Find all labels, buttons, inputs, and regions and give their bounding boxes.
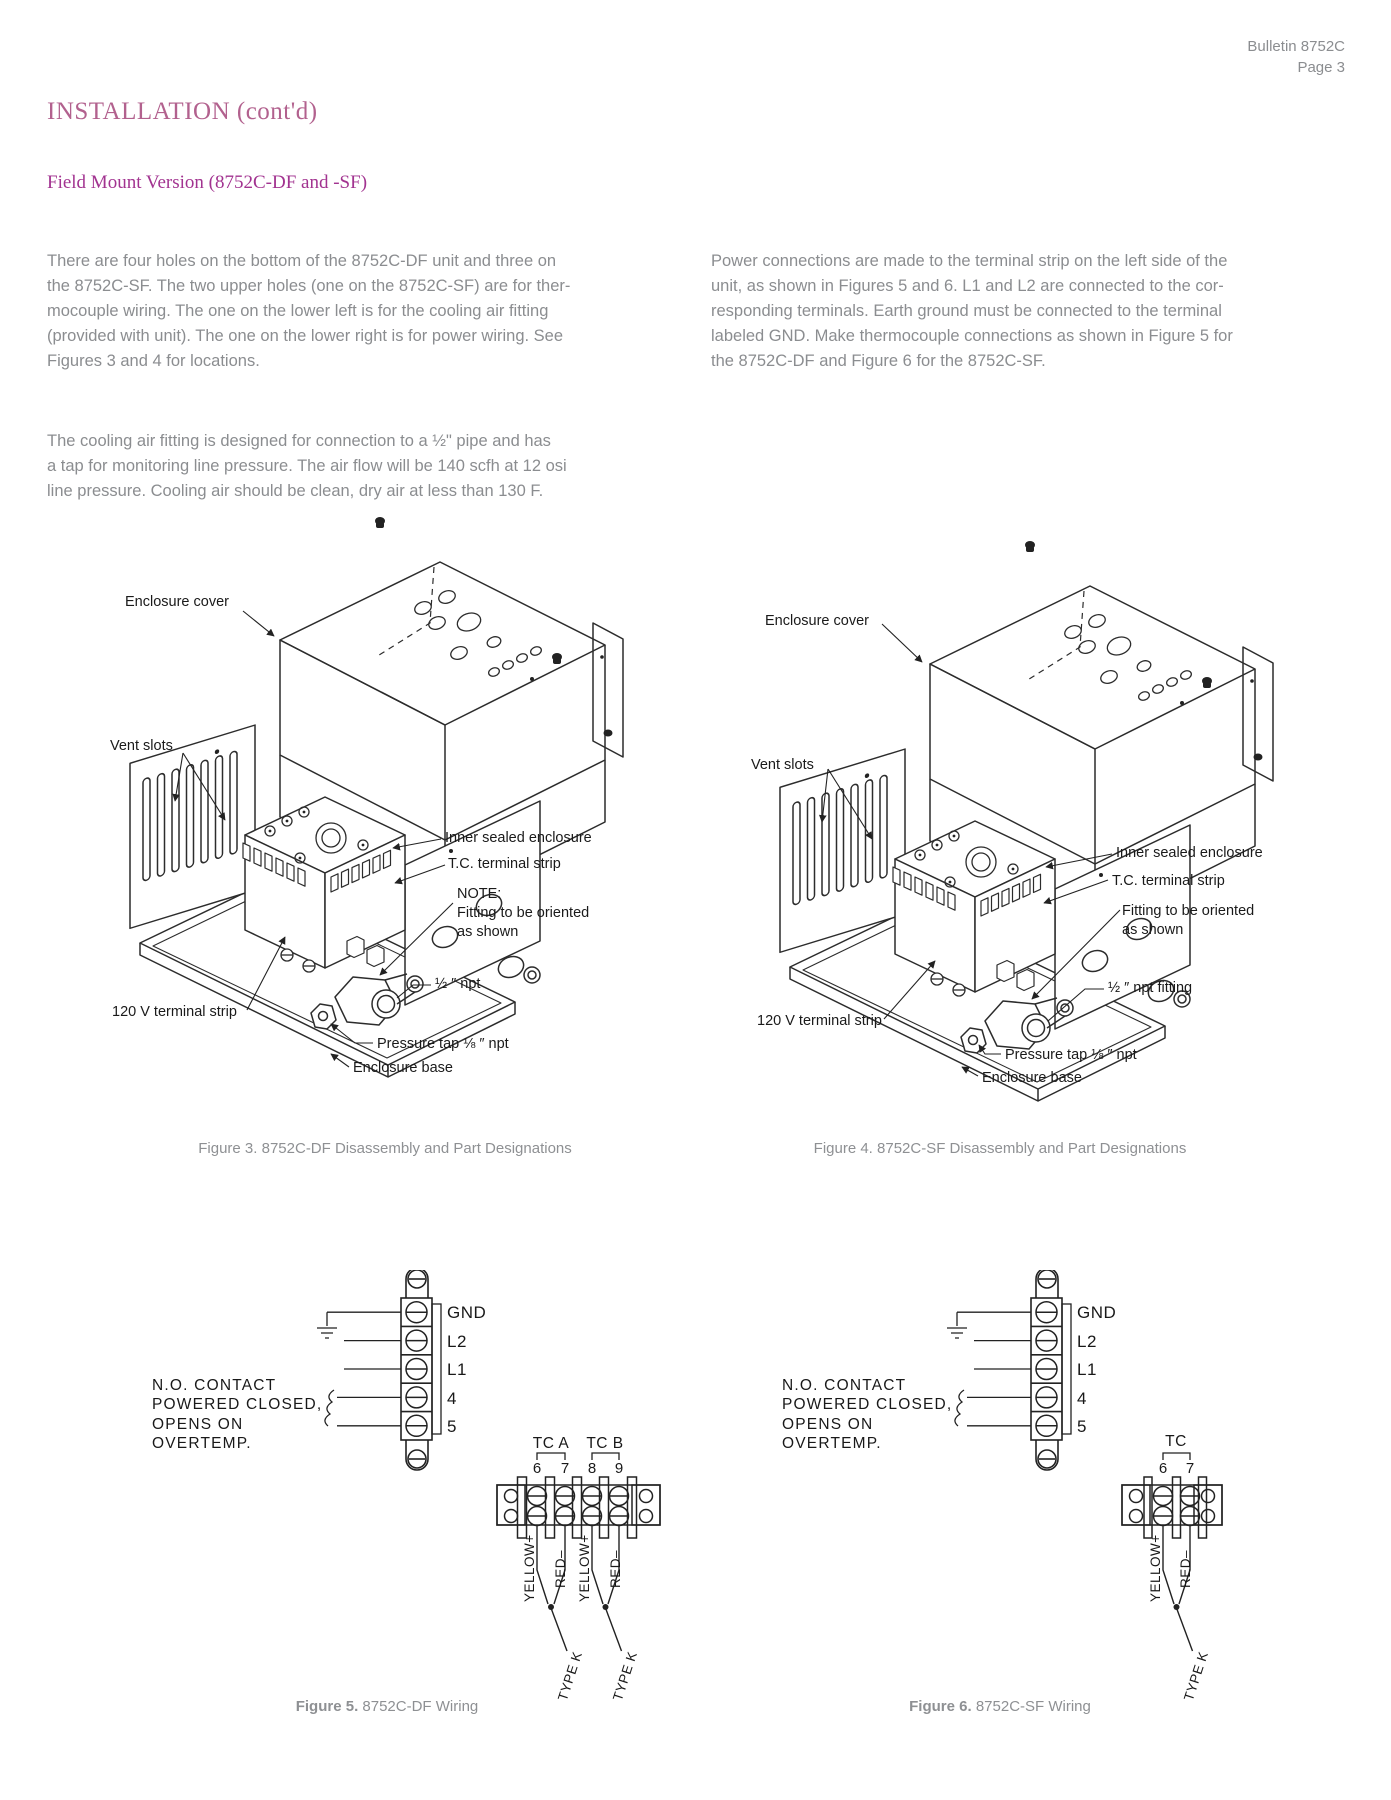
label-enclosure-cover: Enclosure cover — [765, 613, 869, 629]
figure6-drawing — [946, 1270, 1223, 1652]
label-120v-terminal-strip: 120 V terminal strip — [112, 1004, 237, 1020]
label-120v-terminal-strip: 120 V terminal strip — [757, 1013, 882, 1029]
figure4: Enclosure cover Vent slots Inner sealed … — [700, 517, 1280, 1127]
terminal-label-gnd: GND — [1077, 1303, 1117, 1322]
body-column-right: Power connections are made to the termin… — [711, 224, 1351, 399]
bulletin-number: Bulletin 8752C — [1247, 38, 1345, 55]
label-enclosure-base: Enclosure base — [353, 1060, 453, 1076]
terminal-number-7: 7 — [1185, 1460, 1195, 1477]
terminal-label-l2: L2 — [447, 1332, 467, 1351]
terminal-number-6: 6 — [532, 1460, 542, 1477]
figure3-caption: Figure 3. 8752C-DF Disassembly and Part … — [198, 1140, 572, 1157]
label-inner-sealed-enclosure: Inner sealed enclosure — [445, 830, 592, 846]
wire-label-red: RED– — [553, 1549, 568, 1588]
label-enclosure-base: Enclosure base — [982, 1070, 1082, 1086]
label-enclosure-cover: Enclosure cover — [125, 594, 229, 610]
terminal-label-l2: L2 — [1077, 1332, 1097, 1351]
figure4-drawing — [779, 540, 1274, 1102]
wire-label-red: RED– — [608, 1549, 623, 1588]
tc-header: TC — [1165, 1433, 1187, 1450]
label-half-npt: ½ ″ npt — [435, 976, 481, 992]
terminal-number-9: 9 — [614, 1460, 624, 1477]
label-vent-slots: Vent slots — [110, 738, 173, 754]
label-pressure-tap: Pressure tap ⅛ ″ npt — [1005, 1047, 1137, 1063]
label-tc-terminal-strip: T.C. terminal strip — [1112, 873, 1225, 889]
wire-label-red: RED– — [1178, 1549, 1193, 1588]
terminal-number-8: 8 — [587, 1460, 597, 1477]
figure3: Enclosure cover Vent slots Inner sealed … — [95, 505, 640, 1115]
label-half-npt-fitting: ½ ″ npt fitting — [1108, 980, 1193, 996]
figure5-caption-number: Figure 5. — [295, 1698, 359, 1715]
terminal-label-4: 4 — [1077, 1389, 1087, 1408]
label-vent-slots: Vent slots — [751, 757, 814, 773]
label-fitting-note: NOTE: Fitting to be oriented as shown — [457, 886, 590, 940]
terminal-label-5: 5 — [447, 1417, 457, 1436]
figure5-caption-text: 8752C-DF Wiring — [358, 1698, 479, 1715]
figure6-caption-number: Figure 6. — [909, 1698, 972, 1715]
wire-label-yellow: YELLOW+ — [577, 1534, 592, 1602]
label-inner-sealed-enclosure: Inner sealed enclosure — [1116, 845, 1263, 861]
terminal-label-4: 4 — [447, 1389, 457, 1408]
figure5-drawing — [316, 1270, 661, 1652]
label-fitting-note: Fitting to be oriented as shown — [1122, 903, 1255, 938]
terminal-label-gnd: GND — [447, 1303, 487, 1322]
tc-a-header: TC A — [532, 1435, 570, 1452]
paragraph: Power connections are made to the termin… — [711, 252, 1233, 370]
figure4-caption: Figure 4. 8752C-SF Disassembly and Part … — [813, 1140, 1187, 1157]
no-contact-note: N.O. CONTACT POWERED CLOSED, OPENS ON OV… — [782, 1377, 953, 1453]
figure6-caption: Figure 6. 8752C-SF Wiring — [710, 1698, 1290, 1715]
body-column-left: There are four holes on the bottom of th… — [47, 224, 652, 529]
section-heading: Field Mount Version (8752C-DF and -SF) — [47, 172, 368, 193]
label-pressure-tap: Pressure tap ⅛ ″ npt — [377, 1036, 509, 1052]
terminal-label-5: 5 — [1077, 1417, 1087, 1436]
terminal-number-7: 7 — [560, 1460, 570, 1477]
tc-b-header: TC B — [586, 1435, 624, 1452]
figure6-caption-text: 8752C-SF Wiring — [971, 1698, 1091, 1715]
wire-label-yellow: YELLOW+ — [1148, 1534, 1163, 1602]
page-title: INSTALLATION (cont'd) — [47, 98, 318, 125]
figure3-drawing — [129, 516, 624, 1078]
wire-label-yellow: YELLOW+ — [522, 1534, 537, 1602]
figure5: N.O. CONTACT POWERED CLOSED, OPENS ON OV… — [130, 1270, 690, 1703]
terminal-label-l1: L1 — [447, 1360, 467, 1379]
page-header: Bulletin 8752C Page 3 — [1247, 36, 1345, 78]
page-number: Page 3 — [1297, 59, 1345, 76]
no-contact-note: N.O. CONTACT POWERED CLOSED, OPENS ON OV… — [152, 1377, 323, 1453]
figure6: N.O. CONTACT POWERED CLOSED, OPENS ON OV… — [760, 1270, 1320, 1703]
label-tc-terminal-strip: T.C. terminal strip — [448, 856, 561, 872]
terminal-label-l1: L1 — [1077, 1360, 1097, 1379]
paragraph: There are four holes on the bottom of th… — [47, 252, 571, 370]
paragraph: The cooling air fitting is designed for … — [47, 432, 567, 500]
terminal-number-6: 6 — [1158, 1460, 1168, 1477]
figure5-caption: Figure 5. 8752C-DF Wiring — [97, 1698, 677, 1715]
